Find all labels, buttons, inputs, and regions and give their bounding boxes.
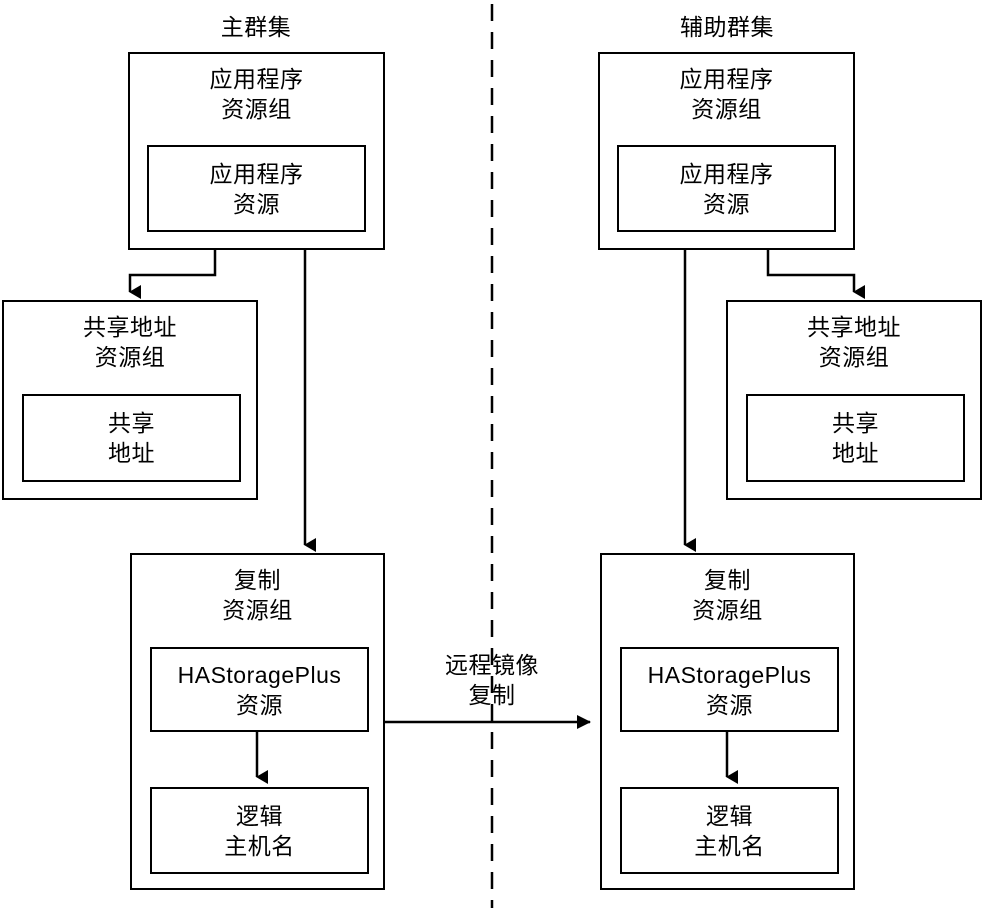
primary-logical-hostname-resource-label: 逻辑 主机名: [224, 802, 295, 859]
secondary-hastorageplus-resource-label: HAStoragePlus 资源: [647, 661, 812, 718]
secondary-shared-address-resource-group-label: 共享地址 资源组: [807, 314, 901, 370]
primary-replication-resource-group[interactable]: 复制 资源组 HAStoragePlus 资源 逻辑 主机名: [130, 553, 385, 890]
secondary-application-resource-group-label: 应用程序 资源组: [679, 66, 774, 122]
primary-application-resource-group-label: 应用程序 资源组: [209, 66, 304, 122]
remote-mirror-replication-label: 远程镜像 复制: [445, 652, 539, 708]
primary-shared-address-resource[interactable]: 共享 地址: [22, 394, 241, 482]
secondary-replication-resource-group[interactable]: 复制 资源组 HAStoragePlus 资源 逻辑 主机名: [600, 553, 855, 890]
primary-shared-address-resource-label: 共享 地址: [108, 410, 155, 466]
cluster-title-primary: 主群集: [220, 14, 292, 40]
edge-primary-app-to-shared-address: [128, 250, 217, 299]
secondary-application-resource-label: 应用程序 资源: [679, 160, 774, 217]
secondary-logical-hostname-resource[interactable]: 逻辑 主机名: [620, 787, 839, 874]
primary-application-resource-group[interactable]: 应用程序 资源组 应用程序 资源: [128, 52, 385, 250]
secondary-logical-hostname-resource-label: 逻辑 主机名: [694, 802, 765, 859]
primary-shared-address-resource-group-label: 共享地址 资源组: [83, 314, 177, 370]
primary-replication-resource-group-label: 复制 资源组: [222, 567, 293, 623]
secondary-shared-address-resource[interactable]: 共享 地址: [746, 394, 965, 482]
edge-secondary-app-to-shared-address: [766, 250, 865, 299]
primary-application-resource-label: 应用程序 资源: [209, 160, 304, 217]
secondary-application-resource-group[interactable]: 应用程序 资源组 应用程序 资源: [598, 52, 855, 250]
primary-hastorageplus-resource[interactable]: HAStoragePlus 资源: [150, 647, 369, 732]
secondary-shared-address-resource-group[interactable]: 共享地址 资源组 共享 地址: [726, 300, 982, 500]
secondary-application-resource[interactable]: 应用程序 资源: [617, 145, 836, 232]
secondary-hastorageplus-resource[interactable]: HAStoragePlus 资源: [620, 647, 839, 732]
primary-shared-address-resource-group[interactable]: 共享地址 资源组 共享 地址: [2, 300, 258, 500]
primary-hastorageplus-resource-label: HAStoragePlus 资源: [177, 661, 342, 718]
secondary-shared-address-resource-label: 共享 地址: [832, 410, 879, 466]
cluster-title-secondary: 辅助群集: [680, 14, 774, 40]
primary-application-resource[interactable]: 应用程序 资源: [147, 145, 366, 232]
secondary-replication-resource-group-label: 复制 资源组: [692, 567, 763, 623]
primary-logical-hostname-resource[interactable]: 逻辑 主机名: [150, 787, 369, 874]
